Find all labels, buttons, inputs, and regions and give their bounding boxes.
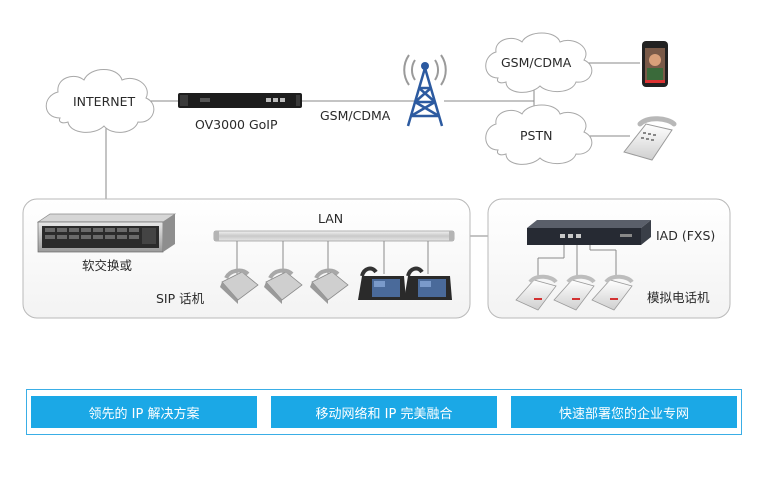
gsm-cloud	[485, 32, 593, 93]
softswitch-label: 软交换或	[82, 258, 133, 273]
goip-gateway-device	[178, 93, 302, 108]
analog-phone-icon	[515, 274, 558, 311]
cell-tower-icon	[403, 54, 447, 127]
desk-phone-icon	[623, 116, 677, 161]
softswitch-server-icon	[36, 213, 177, 253]
gateway-label: OV3000 GoIP	[195, 117, 278, 132]
sip-phones-label: SIP 话机	[156, 291, 205, 306]
feature-enterprise-network: 快速部署您的企业专网	[511, 396, 737, 428]
sip-phone-icon	[264, 268, 303, 304]
analog-phone-icon	[553, 274, 596, 311]
iad-device-icon	[527, 220, 651, 245]
pstn-cloud-label: PSTN	[520, 128, 553, 143]
iad-tree-lines	[537, 245, 617, 278]
internet-label: INTERNET	[73, 94, 136, 109]
analog-phone-icon	[591, 274, 634, 311]
gsm-link-label: GSM/CDMA	[320, 108, 391, 123]
sip-video-phone-icon	[404, 266, 452, 300]
feature-mobile-ip-fusion: 移动网络和 IP 完美融合	[271, 396, 497, 428]
sip-phone-icon	[220, 268, 259, 304]
gsm-cloud-label: GSM/CDMA	[501, 55, 572, 70]
feature-banner: 领先的 IP 解决方案 移动网络和 IP 完美融合 快速部署您的企业专网	[26, 389, 742, 435]
lan-switch-bar	[213, 230, 455, 242]
mobile-phone-icon	[642, 41, 668, 87]
analog-phones-label: 模拟电话机	[647, 290, 710, 305]
sip-phone-icon	[310, 268, 349, 304]
feature-ip-solution: 领先的 IP 解决方案	[31, 396, 257, 428]
lan-label: LAN	[318, 211, 344, 226]
internet-cloud	[45, 69, 155, 133]
pstn-cloud	[485, 104, 593, 165]
iad-label: IAD (FXS)	[656, 228, 716, 243]
sip-video-phone-icon	[358, 266, 406, 300]
lan-drop-lines	[236, 241, 429, 274]
